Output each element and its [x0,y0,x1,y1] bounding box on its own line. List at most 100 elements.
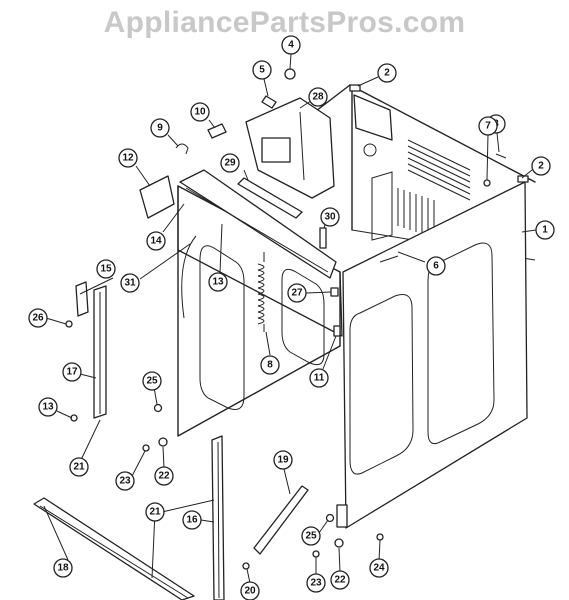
front-bar-18 [33,497,195,600]
svg-text:30: 30 [324,212,336,223]
svg-text:4: 4 [288,40,294,51]
callout-22a: 22 [154,466,174,486]
callout-25a: 25 [142,371,162,391]
svg-text:25: 25 [305,531,317,542]
callout-14: 14 [146,231,166,251]
screw-23b [312,550,320,558]
svg-text:25: 25 [146,376,158,387]
wire-clip-9 [175,143,189,155]
svg-text:13: 13 [42,402,54,413]
callout-2a: 2 [377,63,397,83]
washer-22b [334,538,344,548]
callout-4: 4 [281,35,301,55]
callout-25b: 25 [301,526,321,546]
callout-9: 9 [150,118,170,138]
suspension-spring [257,252,265,332]
svg-text:5: 5 [259,65,265,76]
svg-text:29: 29 [224,158,236,169]
callout-19: 19 [273,450,293,470]
svg-text:23: 23 [119,476,131,487]
svg-text:20: 20 [244,586,256,597]
top-brace [179,169,337,279]
clip-11 [333,325,341,337]
channel-17 [93,285,107,419]
callout-5: 5 [252,60,272,80]
callout-28: 28 [308,87,328,107]
svg-text:28: 28 [312,92,324,103]
callout-22b: 22 [330,570,350,590]
callout-23b: 23 [306,573,326,593]
svg-text:13: 13 [212,277,224,288]
svg-text:21: 21 [73,462,85,473]
svg-text:7: 7 [485,121,491,132]
rear-panel [353,94,471,241]
callout-10: 10 [190,102,210,122]
corner-block-2b [517,175,529,183]
spring-clip [261,95,277,109]
callout-7: 7 [478,116,498,136]
timer-knob [284,68,296,80]
callout-21b: 21 [145,502,165,522]
watermark: AppliancePartsPros.com [103,6,466,39]
screw-20 [242,562,250,570]
callout-17: 17 [62,362,82,382]
svg-text:11: 11 [314,373,325,384]
callout-1: 1 [535,220,555,240]
rear-vent-slots [407,139,471,201]
svg-text:19: 19 [277,455,289,466]
svg-text:2: 2 [538,161,544,172]
washer-25b [325,513,335,523]
screw-7 [483,179,491,187]
screw-3 [495,153,507,159]
callout-31: 31 [120,273,140,293]
callout-11: 11 [309,368,329,388]
lid-rod [181,235,197,319]
svg-text:31: 31 [124,278,136,289]
svg-text:21: 21 [149,507,161,518]
screw-26 [65,320,73,328]
svg-text:23: 23 [310,578,322,589]
washer-25a [153,403,163,413]
svg-text:2: 2 [384,68,390,79]
callout-16: 16 [182,510,202,530]
callout-6: 6 [426,256,446,276]
callout-30: 30 [320,207,340,227]
bracket-15 [75,281,89,317]
washer-22a [158,437,168,447]
callout-15: 15 [96,259,116,279]
console-bracket [245,97,335,199]
callout-20: 20 [240,581,260,600]
callout-8: 8 [260,355,280,375]
callout-29: 29 [220,153,240,173]
svg-text:26: 26 [32,313,44,324]
callout-13a: 13 [208,272,228,292]
hinge-block-12 [139,175,175,219]
svg-text:22: 22 [334,575,346,586]
svg-text:17: 17 [66,367,78,378]
svg-text:15: 15 [100,264,112,275]
svg-text:27: 27 [291,288,303,299]
callout-21a: 21 [69,457,89,477]
svg-text:18: 18 [57,563,69,574]
harness-bracket [237,177,303,219]
svg-text:10: 10 [194,107,206,118]
clip-10 [207,123,227,139]
svg-text:8: 8 [267,360,273,371]
callout-2b: 2 [531,156,551,176]
callout-18: 18 [53,558,73,578]
screw-24 [376,533,384,541]
right-side-panel [336,181,528,529]
callout-12: 12 [118,148,138,168]
bracket-27 [330,287,339,297]
svg-text:14: 14 [150,236,162,247]
callout-23a: 23 [115,471,135,491]
svg-text:1: 1 [542,225,548,236]
rod-19 [253,485,309,555]
svg-text:22: 22 [158,471,170,482]
corner-block-2a [349,84,361,92]
svg-text:9: 9 [157,123,163,134]
screw-23a [142,444,150,452]
callout-26: 26 [28,308,48,328]
svg-text:12: 12 [122,153,134,164]
